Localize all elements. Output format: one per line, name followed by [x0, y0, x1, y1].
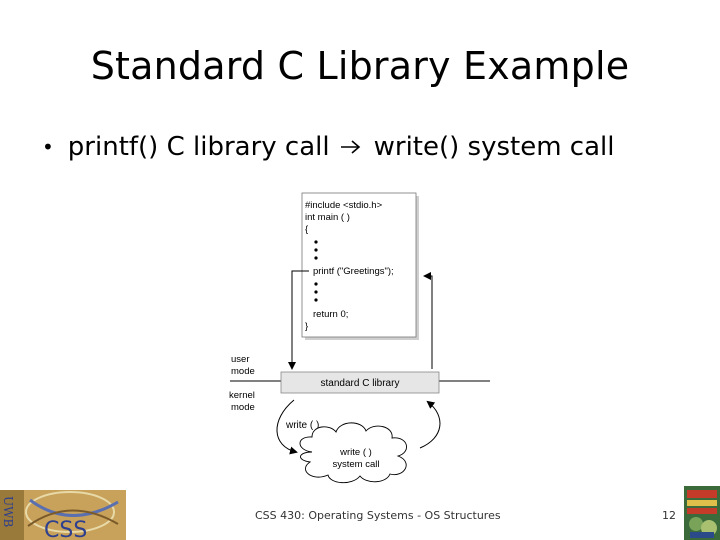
- kernel-mode-label-1: kernel: [229, 390, 255, 401]
- right-arrow-icon: [340, 139, 362, 155]
- kernel-mode-label-2: mode: [231, 402, 255, 413]
- syscall-down-arrow: [276, 399, 298, 455]
- code-line-printf: printf ("Greetings");: [313, 266, 394, 277]
- code-line-open-brace: {: [305, 224, 308, 235]
- syscall-up-arrow: [419, 400, 441, 449]
- library-box: [280, 371, 440, 394]
- write-label: write ( ): [285, 420, 319, 431]
- code-box: [301, 192, 417, 338]
- code-line-include: #include <stdio.h>: [305, 200, 383, 211]
- code-ellipsis-bottom: [314, 282, 318, 302]
- cloud-label-1: write ( ): [339, 447, 372, 458]
- page-number: 12: [662, 509, 676, 522]
- user-mode-label-1: user: [231, 354, 249, 365]
- logo-vertical-text: UWB: [1, 496, 15, 527]
- library-box-label: standard C library: [321, 378, 400, 389]
- call-arrow: [288, 270, 309, 370]
- code-ellipsis-top: [314, 240, 318, 260]
- bullet-dot-icon: •: [42, 135, 54, 159]
- uwb-css-logo: UWB CSS: [0, 490, 126, 540]
- return-arrow: [423, 272, 433, 369]
- book-cover-image: [684, 486, 720, 540]
- cloud-label-2: system call: [333, 459, 380, 470]
- code-line-close-brace: }: [305, 321, 308, 332]
- code-line-main: int main ( ): [305, 212, 350, 223]
- code-line-return: return 0;: [313, 309, 348, 320]
- bullet-left-text: printf() C library call: [67, 132, 330, 162]
- bullet-right-text: write() system call: [373, 132, 615, 162]
- slide-title: Standard C Library Example: [90, 44, 630, 88]
- bullet-item: • printf() C library call write() system…: [42, 132, 614, 162]
- user-mode-label-2: mode: [231, 366, 255, 377]
- footer-course-text: CSS 430: Operating Systems - OS Structur…: [255, 509, 501, 522]
- logo-css-text: CSS: [44, 518, 87, 540]
- system-call-cloud: [299, 422, 407, 484]
